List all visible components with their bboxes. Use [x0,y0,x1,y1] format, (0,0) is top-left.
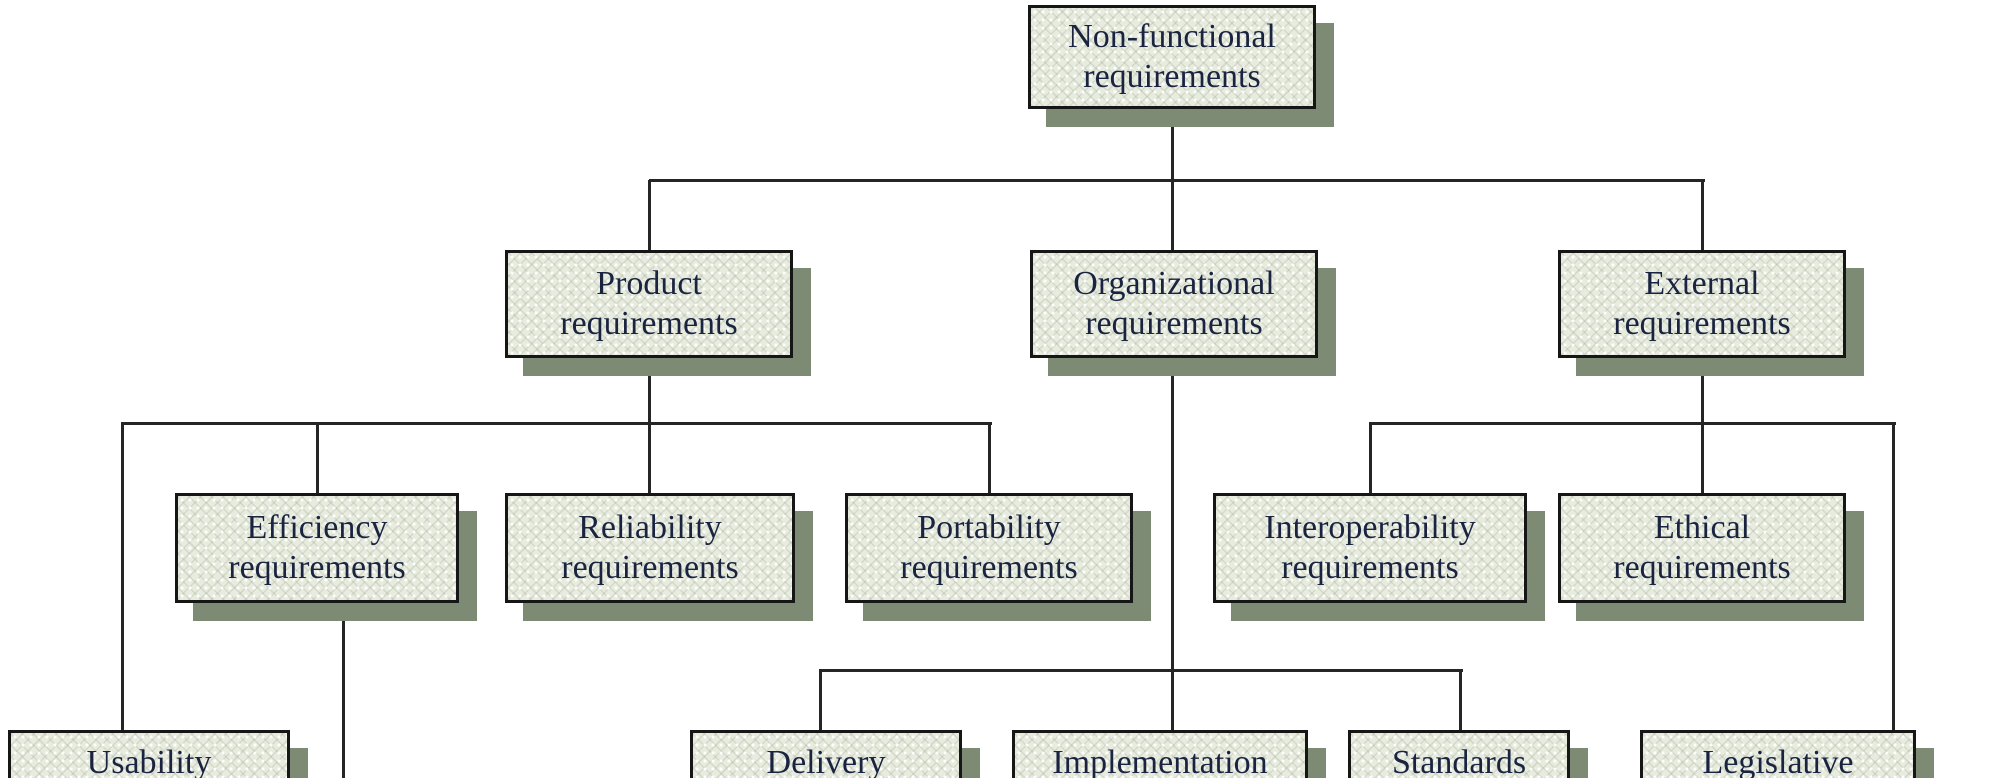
node-interoperability-requirements: Interoperability requirements [1213,493,1527,603]
connector-to-implementation [1171,356,1174,732]
node-efficiency-requirements: Efficiency requirements [175,493,459,603]
connector-to-portability [988,422,991,495]
node-product-requirements: Product requirements [505,250,793,358]
connector-to-legislative [1892,422,1895,732]
node-external-requirements: External requirements [1558,250,1846,358]
connector-root-stem [1171,109,1174,253]
connector-to-ethical [1701,356,1704,495]
node-portability-requirements: Portability requirements [845,493,1133,603]
connector-product-children [122,422,992,425]
node-usability: Usability [8,730,290,778]
connector-to-external [1701,180,1704,252]
connector-to-usability [121,422,124,732]
node-legislative: Legislative [1640,730,1916,778]
connector-to-efficiency [316,422,319,495]
node-standards: Standards [1348,730,1570,778]
node-non-functional-requirements: Non-functional requirements [1028,5,1316,109]
node-organizational-requirements: Organizational requirements [1030,250,1318,358]
connector-root-children [649,179,1705,182]
node-implementation: Implementation [1012,730,1308,778]
connector-organizational-children [820,669,1463,672]
connector-external-children [1370,422,1896,425]
node-reliability-requirements: Reliability requirements [505,493,795,603]
connector-to-product [648,180,651,252]
connector-to-delivery [819,669,822,732]
node-delivery: Delivery [690,730,962,778]
node-ethical-requirements: Ethical requirements [1558,493,1846,603]
connector-to-interoperability [1369,422,1372,495]
connector-to-standards [1459,669,1462,732]
connector-to-reliability [648,356,651,495]
connector-efficiency-child [342,601,345,778]
